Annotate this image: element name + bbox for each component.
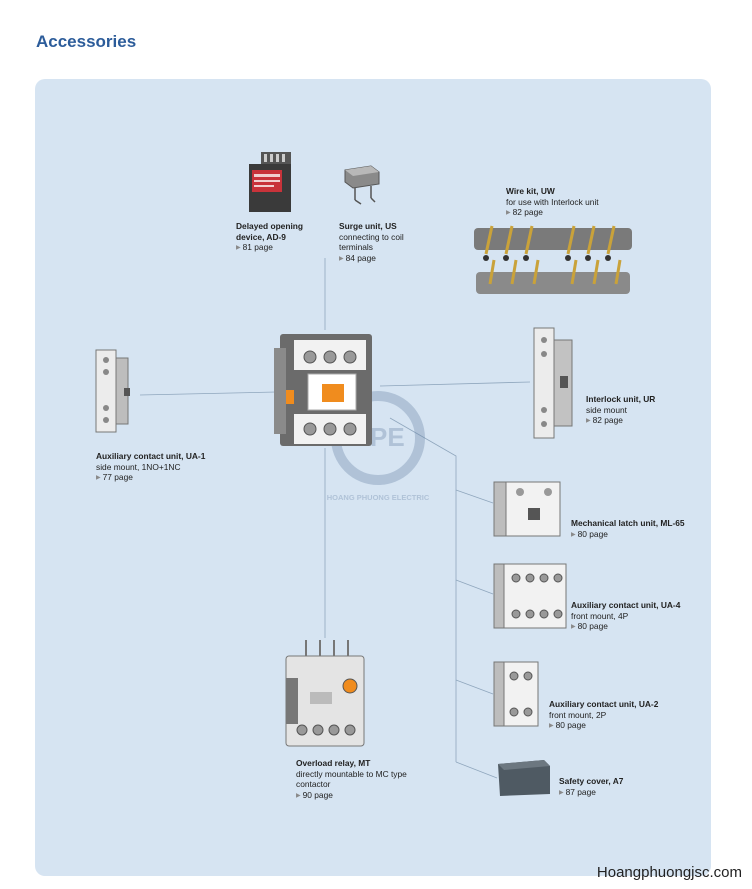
safety-cover-image	[498, 760, 550, 796]
ml65-title: Mechanical latch unit, ML-65	[571, 518, 685, 528]
overload-relay-image	[285, 640, 365, 747]
ua4-title: Auxiliary contact unit, UA-4	[571, 600, 681, 610]
ur-desc: side mount	[586, 404, 627, 415]
mt-page-link[interactable]: 90 page	[296, 790, 424, 802]
page-title: Accessories	[36, 32, 137, 51]
ad9-title: Delayed opening device, AD-9	[236, 221, 304, 242]
label-delayed-opening-device: Delayed opening device, AD-9 81 page	[236, 221, 326, 254]
ua2-desc: front mount, 2P	[549, 709, 607, 720]
us-title: Surge unit, US	[339, 221, 397, 231]
ua1-page-link[interactable]: 77 page	[96, 472, 236, 484]
label-mechanical-latch: Mechanical latch unit, ML-65 80 page	[571, 518, 701, 540]
site-watermark: Hoangphuongjsc.com	[596, 864, 742, 881]
label-overload-relay: Overload relay, MT directly mountable to…	[296, 758, 424, 801]
uw-page-link[interactable]: 82 page	[506, 207, 636, 219]
ua1-title: Auxiliary contact unit, UA-1	[96, 451, 206, 461]
label-surge-unit: Surge unit, US connecting to coil termin…	[339, 221, 429, 264]
ur-page-link[interactable]: 82 page	[586, 415, 696, 427]
ml65-page-link[interactable]: 80 page	[571, 529, 701, 541]
ua4-page-link[interactable]: 80 page	[571, 621, 701, 633]
mt-title: Overload relay, MT	[296, 758, 371, 768]
label-auxiliary-contact-ua4: Auxiliary contact unit, UA-4 front mount…	[571, 600, 701, 633]
interlock-unit-image	[533, 327, 573, 439]
mt-desc: directly mountable to MC type contactor	[296, 768, 407, 790]
mechanical-latch-image	[493, 481, 561, 537]
us-desc: connecting to coil terminals	[339, 231, 404, 253]
label-wire-kit: Wire kit, UW for use with Interlock unit…	[506, 186, 636, 219]
uw-desc: for use with Interlock unit	[506, 196, 599, 207]
a7-page-link[interactable]: 87 page	[559, 787, 679, 799]
a7-title: Safety cover, A7	[559, 776, 624, 786]
auxiliary-contact-ua2-image	[493, 661, 539, 727]
auxiliary-contact-ua4-image	[493, 563, 567, 629]
surge-unit-image	[344, 165, 380, 205]
us-page-link[interactable]: 84 page	[339, 253, 429, 265]
uw-title: Wire kit, UW	[506, 186, 555, 196]
delayed-opening-device-image	[249, 152, 291, 212]
ua2-title: Auxiliary contact unit, UA-2	[549, 699, 659, 709]
label-interlock-unit: Interlock unit, UR side mount 82 page	[586, 394, 696, 427]
main-contactor-image	[274, 334, 372, 446]
ad9-page-link[interactable]: 81 page	[236, 242, 326, 254]
auxiliary-contact-ua1-image	[95, 349, 130, 433]
ua2-page-link[interactable]: 80 page	[549, 720, 679, 732]
label-auxiliary-contact-ua2: Auxiliary contact unit, UA-2 front mount…	[549, 699, 679, 732]
ur-title: Interlock unit, UR	[586, 394, 656, 404]
brand-logo-text: HOANG PHUONG ELECTRIC	[327, 493, 430, 502]
label-auxiliary-contact-ua1: Auxiliary contact unit, UA-1 side mount,…	[96, 451, 236, 484]
wire-kit-image	[474, 225, 632, 294]
ua4-desc: front mount, 4P	[571, 610, 629, 621]
label-safety-cover: Safety cover, A7 87 page	[559, 776, 679, 798]
ua1-desc: side mount, 1NO+1NC	[96, 461, 181, 472]
